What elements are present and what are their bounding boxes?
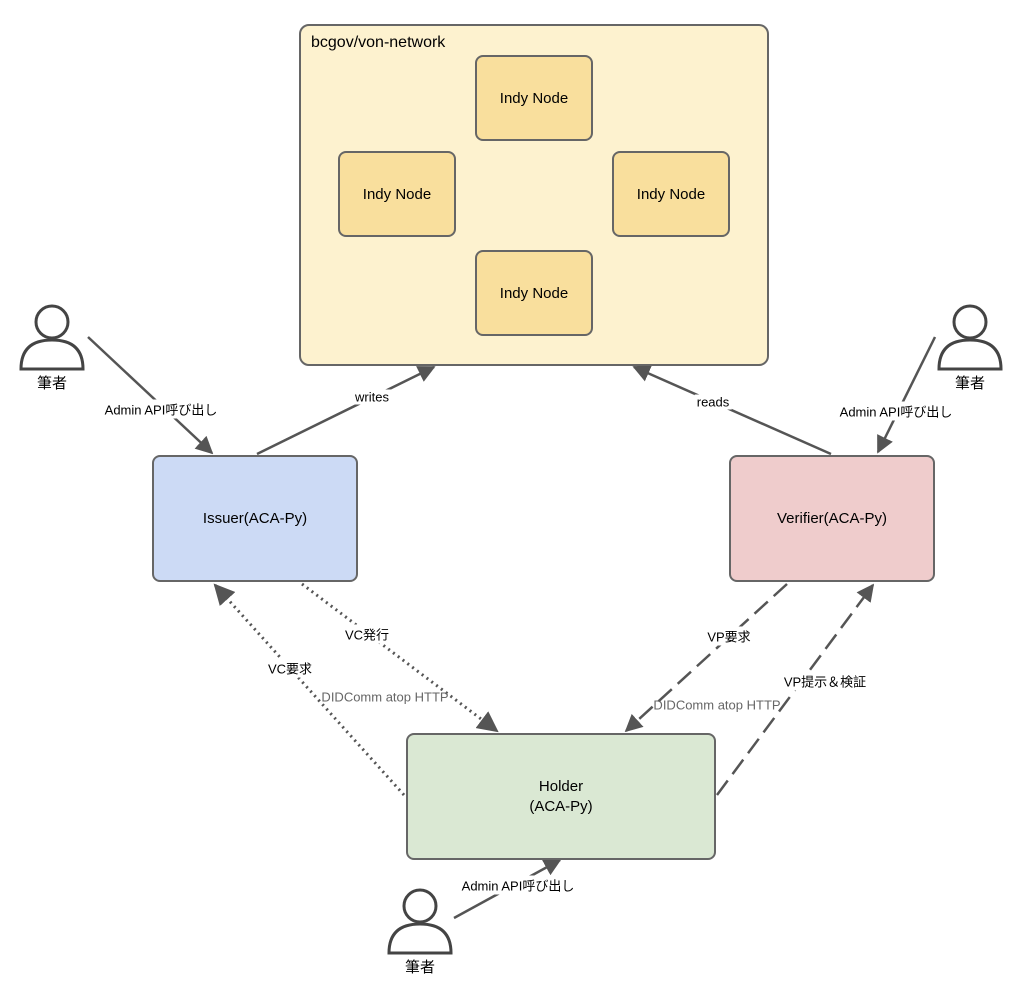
admin-right-label: Admin API呼び出し xyxy=(837,401,955,421)
didcomm-right-label: DIDComm atop HTTP xyxy=(653,697,781,713)
person-right-icon xyxy=(937,304,1003,371)
reads-edge xyxy=(632,365,832,456)
admin-right-edge xyxy=(876,336,937,454)
vc-issue-edge xyxy=(301,582,499,733)
admin-left-edge xyxy=(87,336,214,455)
writes-label: writes xyxy=(353,389,391,405)
person-right-label: 筆者 xyxy=(954,375,986,392)
vc-request-label: VC要求 xyxy=(265,658,315,678)
indy-node-top: Indy Node xyxy=(475,55,593,141)
vc-request-edge xyxy=(213,583,406,797)
network-title: bcgov/von-network xyxy=(311,34,446,51)
didcomm-left-label: DIDComm atop HTTP xyxy=(321,689,449,705)
indy-node-bottom: Indy Node xyxy=(475,250,593,336)
verifier-agent: Verifier(ACA-Py) xyxy=(729,455,935,582)
person-bottom-label: 筆者 xyxy=(404,959,436,976)
admin-bottom-label: Admin API呼び出し xyxy=(459,875,577,895)
person-left-icon xyxy=(19,304,85,371)
indy-node-right: Indy Node xyxy=(612,151,730,237)
vp-present-label: VP提示＆検証 xyxy=(781,671,869,691)
vp-request-edge xyxy=(624,583,788,733)
admin-left-label: Admin API呼び出し xyxy=(102,399,220,419)
holder-agent: Holder (ACA-Py) xyxy=(406,733,716,860)
writes-edge xyxy=(256,365,436,456)
indy-node-left: Indy Node xyxy=(338,151,456,237)
vp-request-label: VP要求 xyxy=(705,626,753,646)
vc-issue-label: VC発行 xyxy=(342,624,392,644)
person-left-label: 筆者 xyxy=(36,375,68,392)
person-bottom-icon xyxy=(387,888,453,955)
issuer-agent: Issuer(ACA-Py) xyxy=(152,455,358,582)
reads-label: reads xyxy=(694,394,732,410)
